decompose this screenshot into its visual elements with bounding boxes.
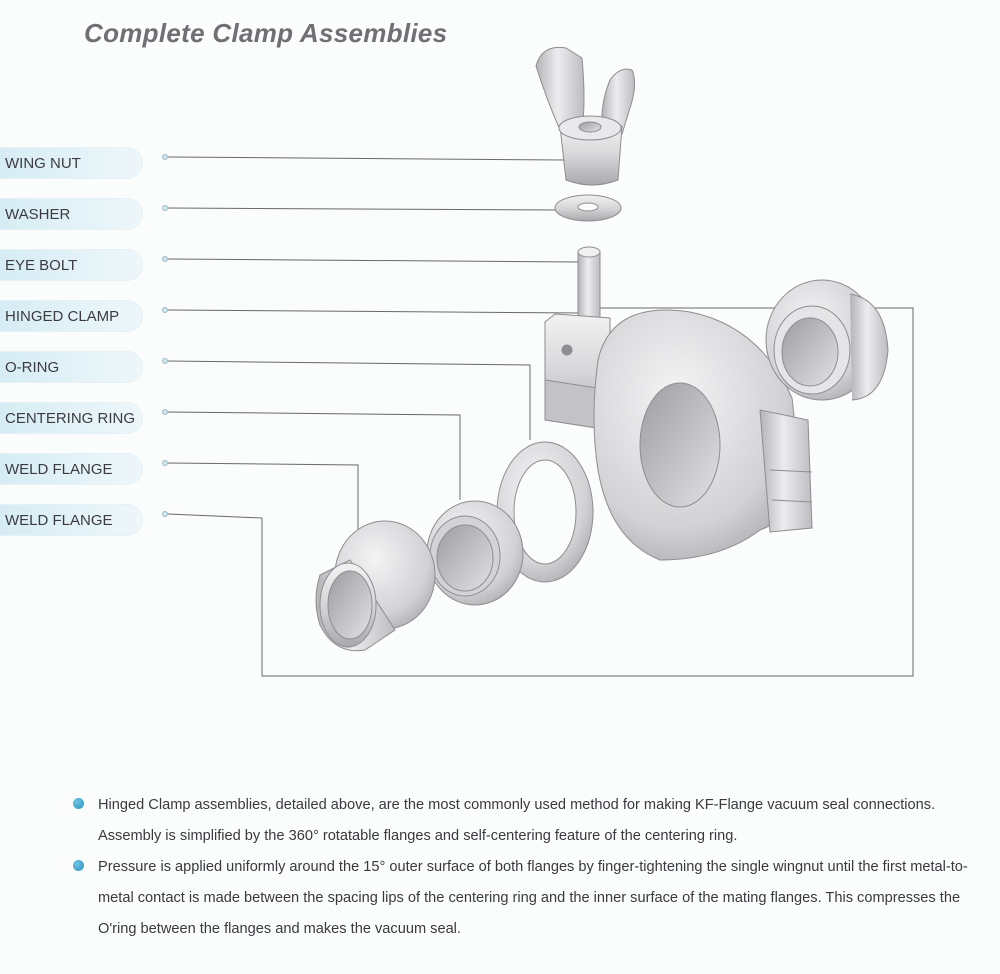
label-wing-nut: WING NUT xyxy=(0,148,142,178)
label-eye-bolt: EYE BOLT xyxy=(0,250,142,280)
page-title: Complete Clamp Assemblies xyxy=(84,18,448,48)
hinged-clamp-part xyxy=(544,309,813,561)
note-text: Hinged Clamp assemblies, detailed above,… xyxy=(98,797,936,844)
leader-lines xyxy=(162,154,914,677)
label-text: WELD FLANGE xyxy=(5,512,113,529)
bullet-icon xyxy=(73,860,84,871)
label-text: WASHER xyxy=(5,206,71,223)
wing-nut-part xyxy=(535,46,636,186)
label-weld-flange-2: WELD FLANGE xyxy=(0,505,142,535)
note-text: Pressure is applied uniformly around the… xyxy=(98,859,968,937)
leader-weld-flange-2 xyxy=(162,511,263,519)
centering-ring-part xyxy=(426,500,524,606)
label-o-ring: O-RING xyxy=(0,352,142,382)
leader-eye-bolt xyxy=(162,256,579,263)
leader-o-ring xyxy=(162,358,531,440)
label-weld-flange-1: WELD FLANGE xyxy=(0,454,142,484)
label-text: WING NUT xyxy=(5,155,81,172)
description-notes: Hinged Clamp assemblies, detailed above,… xyxy=(72,790,972,945)
leader-centering-ring xyxy=(162,409,461,500)
label-washer: WASHER xyxy=(0,199,142,229)
weld-flange-right-part xyxy=(765,279,889,401)
leader-wing-nut xyxy=(162,154,567,161)
label-text: WELD FLANGE xyxy=(5,461,113,478)
leader-washer xyxy=(162,205,561,211)
weld-flange-left-part xyxy=(315,520,436,652)
label-text: O-RING xyxy=(5,359,60,376)
label-text: EYE BOLT xyxy=(5,257,78,274)
leader-weld-flange-1 xyxy=(162,460,359,540)
note-item: Hinged Clamp assemblies, detailed above,… xyxy=(72,790,972,852)
note-item: Pressure is applied uniformly around the… xyxy=(72,852,972,945)
label-text: CENTERING RING xyxy=(5,410,136,427)
label-hinged-clamp: HINGED CLAMP xyxy=(0,301,142,331)
bullet-icon xyxy=(73,798,84,809)
washer-part xyxy=(554,194,622,222)
label-text: HINGED CLAMP xyxy=(5,308,120,325)
label-centering-ring: CENTERING RING xyxy=(0,403,142,433)
